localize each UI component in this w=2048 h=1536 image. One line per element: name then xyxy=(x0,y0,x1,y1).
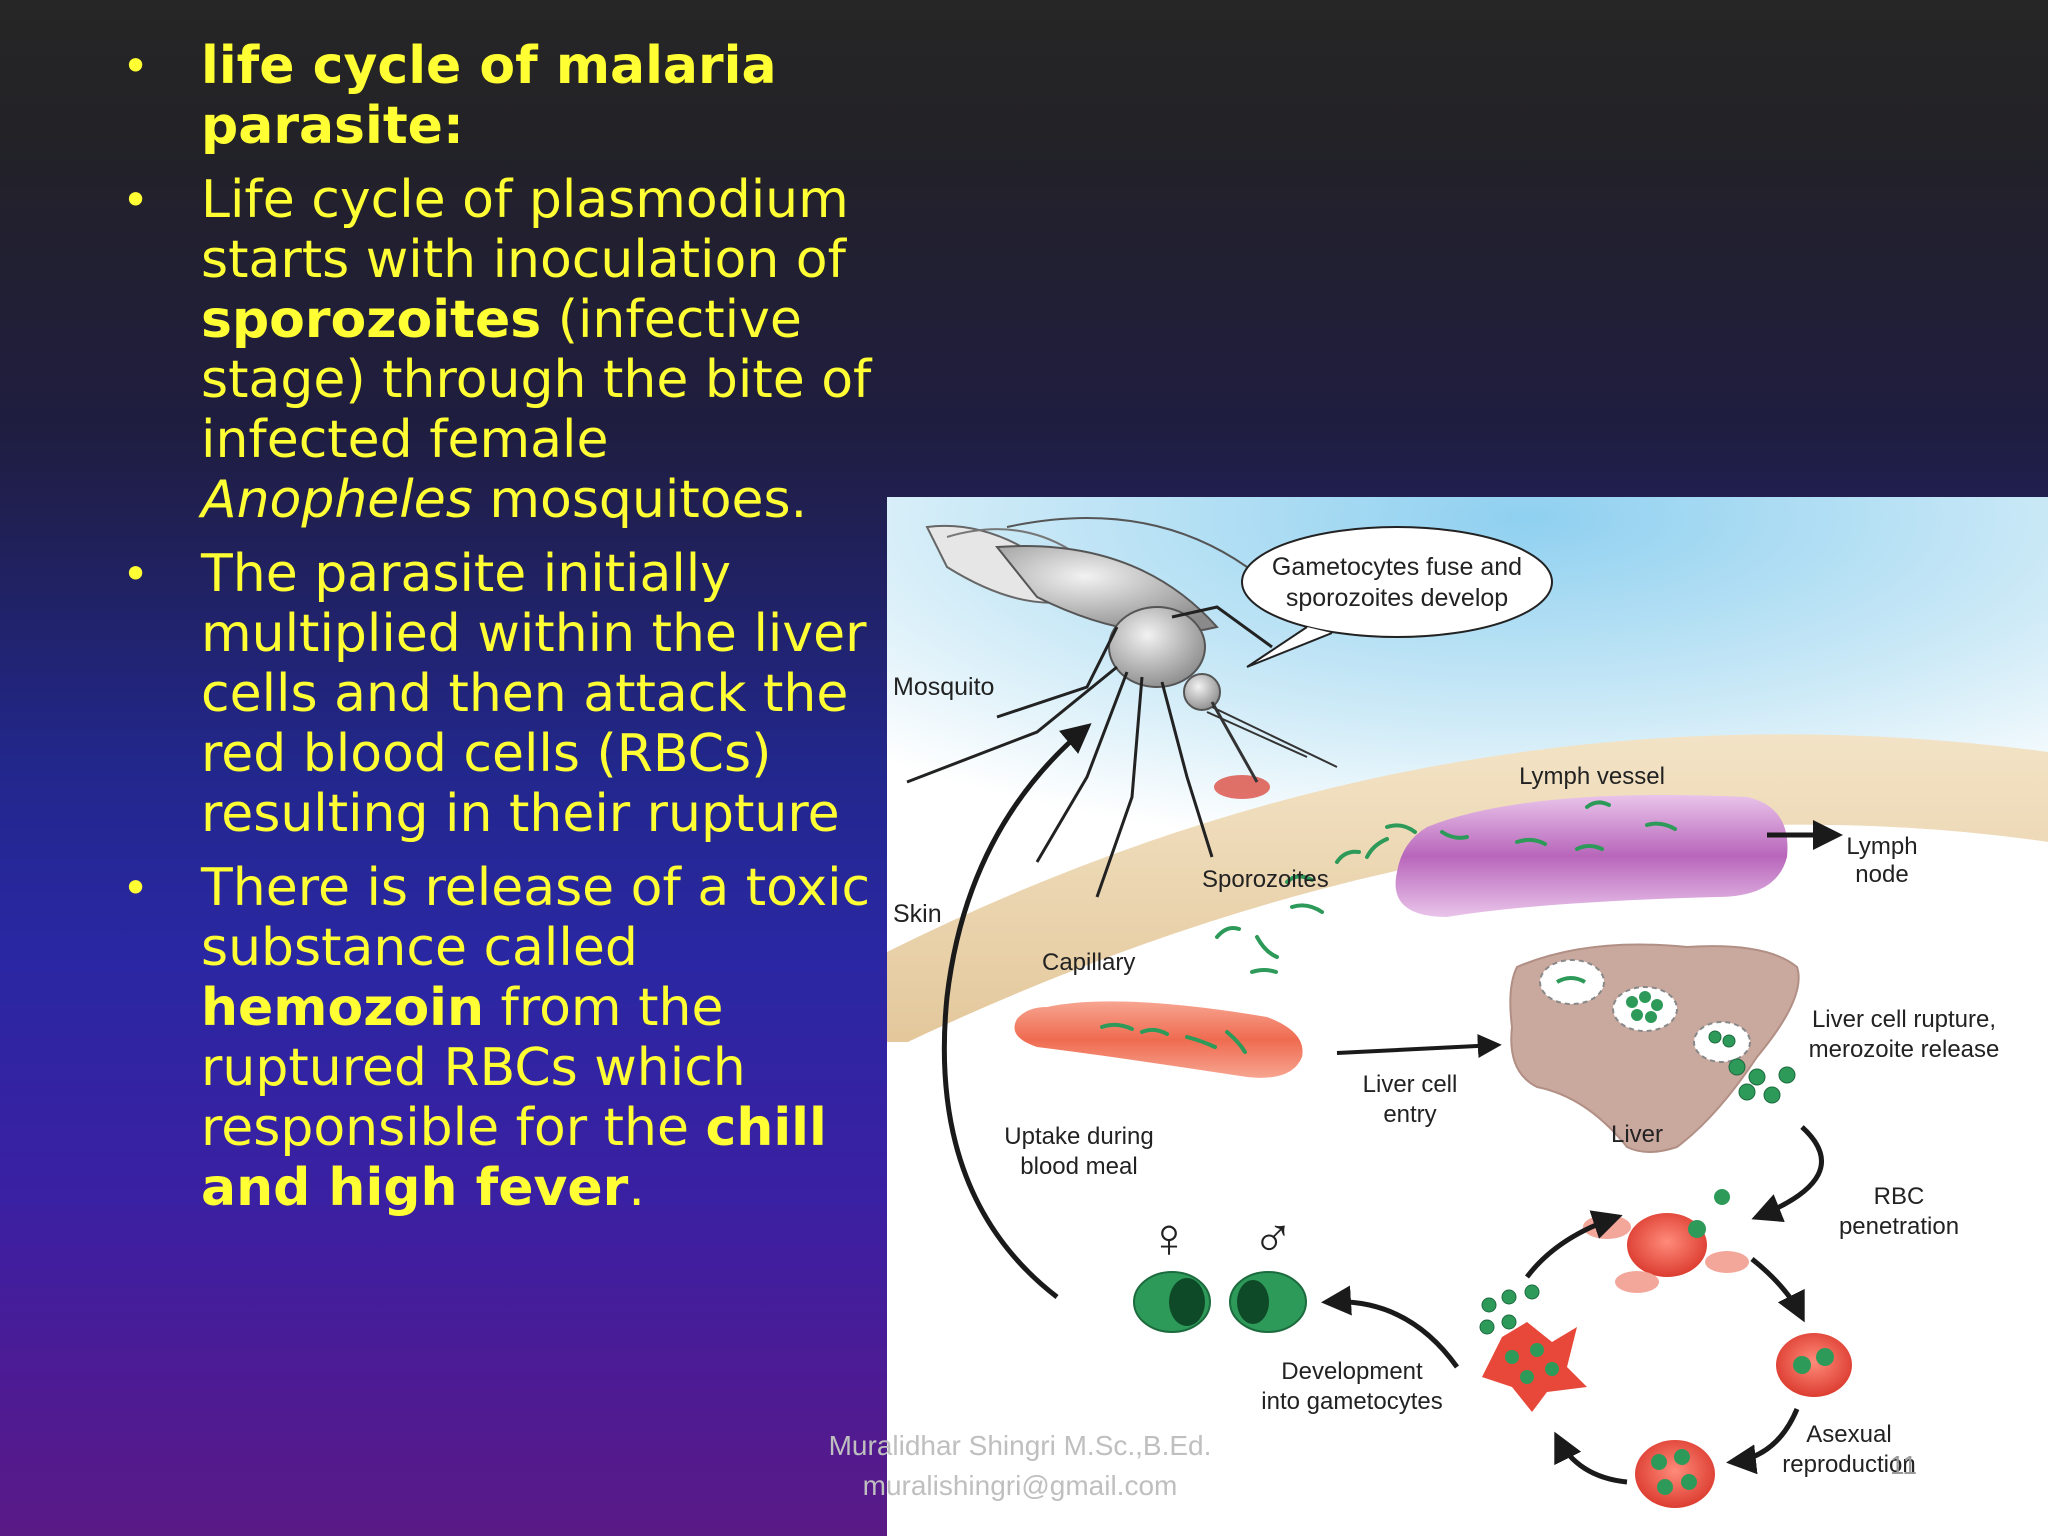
bullet-text: from the ruptured RBCs which responsible… xyxy=(201,978,746,1158)
bullet-item: life cycle of malaria parasite: xyxy=(118,36,878,156)
malaria-life-cycle-diagram: Gametocytes fuse and sporozoites develop… xyxy=(887,497,2048,1536)
label-liver-rupture-2: merozoite release xyxy=(1809,1036,2000,1063)
bullet-text: . xyxy=(628,1158,645,1218)
label-liver-entry-2: entry xyxy=(1383,1101,1436,1128)
label-sporozoites: Sporozoites xyxy=(1202,866,1329,893)
label-gametocytes-line2: sporozoites develop xyxy=(1286,584,1508,612)
sporozoites-trail xyxy=(1215,800,1677,974)
label-asexual-1: Asexual xyxy=(1806,1421,1891,1448)
footer: Muralidhar Shingri M.Sc.,B.Ed. muralishi… xyxy=(790,1426,1250,1506)
label-mosquito: Mosquito xyxy=(893,673,994,701)
bullet-item: There is release of a toxic substance ca… xyxy=(118,858,878,1218)
label-lymph-node-2: node xyxy=(1855,861,1908,888)
rbc-infected xyxy=(1627,1213,1707,1277)
lymph-vessel xyxy=(1395,795,1788,917)
label-dev-1: Development xyxy=(1281,1358,1423,1385)
label-liver: Liver xyxy=(1611,1121,1663,1148)
label-rbc-pen-1: RBC xyxy=(1874,1183,1925,1210)
male-symbol: ♂ xyxy=(1252,1206,1294,1269)
label-uptake-1: Uptake during xyxy=(1004,1123,1153,1150)
gametocytes-bubble xyxy=(1241,526,1553,638)
label-gametocytes-line1: Gametocytes fuse and xyxy=(1272,553,1522,581)
rbc-ruptured xyxy=(1482,1322,1587,1412)
capillary xyxy=(1014,1001,1303,1078)
label-rbc-pen-2: penetration xyxy=(1839,1213,1959,1240)
label-uptake-2: blood meal xyxy=(1020,1153,1137,1180)
bullet-item: Life cycle of plasmodium starts with ino… xyxy=(118,170,878,530)
page-number: 11 xyxy=(1890,1450,1917,1480)
bullet-text-bold: sporozoites xyxy=(201,290,542,350)
bullet-text-bold: hemozoin xyxy=(201,978,485,1038)
label-lymph-node-1: Lymph xyxy=(1846,833,1917,860)
label-liver-rupture-1: Liver cell rupture, xyxy=(1812,1006,1996,1033)
bullet-item: The parasite initially multiplied within… xyxy=(118,544,878,844)
uptake-arrow xyxy=(941,723,1092,1299)
bullet-text: life cycle of malaria parasite: xyxy=(201,36,777,156)
bullet-list: life cycle of malaria parasite: Life cyc… xyxy=(118,36,878,1232)
rbc-schizont xyxy=(1635,1440,1715,1508)
bullet-text: mosquitoes. xyxy=(472,470,808,530)
label-skin: Skin xyxy=(893,900,942,928)
bullet-text: The parasite initially multiplied within… xyxy=(201,544,867,844)
bullet-text-bold: chill and high fever xyxy=(201,1098,827,1218)
label-lymph-vessel: Lymph vessel xyxy=(1519,763,1665,790)
bullet-text: (infective stage) through the bite of in… xyxy=(201,290,872,470)
rbc-dividing xyxy=(1776,1333,1852,1397)
label-dev-2: into gametocytes xyxy=(1261,1388,1442,1415)
bullet-text-italic: Anopheles xyxy=(201,470,473,530)
label-liver-entry-1: Liver cell xyxy=(1363,1071,1458,1098)
mosquito-illustration xyxy=(906,517,1338,898)
bullet-text: There is release of a toxic substance ca… xyxy=(201,858,871,978)
label-asexual-2: reproduction xyxy=(1782,1451,1915,1478)
bite-spot xyxy=(1214,775,1270,799)
footer-email: muralishingri@gmail.com xyxy=(862,1470,1178,1501)
footer-author: Muralidhar Shingri M.Sc.,B.Ed. xyxy=(828,1430,1212,1461)
bullet-text: Life cycle of plasmodium starts with ino… xyxy=(201,170,849,290)
label-capillary: Capillary xyxy=(1042,949,1135,976)
female-symbol: ♀ xyxy=(1148,1206,1190,1269)
